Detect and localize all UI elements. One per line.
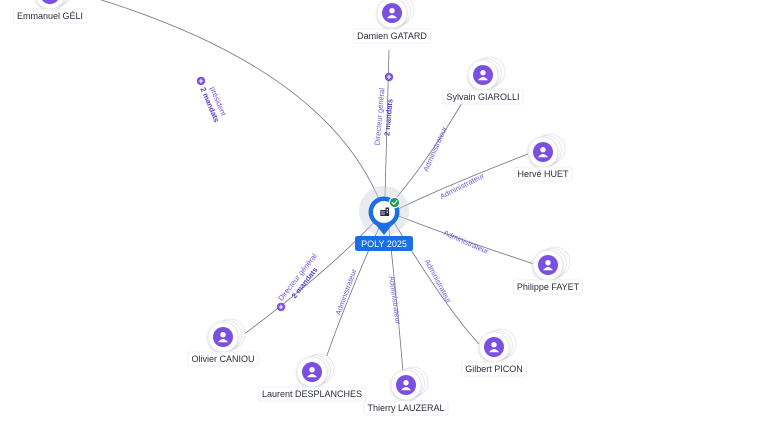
person-nodes-layer: Emmanuel GÉLI Damien GATARD Sylvain GIAROL… (13, 0, 583, 416)
person-name: Laurent DESPLANCHES (262, 389, 362, 399)
company-node[interactable]: POLY 2025 (355, 186, 413, 251)
relation-role: Administrateur (438, 171, 486, 201)
relation-label: Administrateur (334, 267, 359, 316)
building-icon (380, 207, 390, 216)
person-avatar-icon (302, 362, 322, 382)
relation-role: Administrateur (423, 258, 454, 305)
relation-label: Administrateur (387, 275, 403, 325)
person-node[interactable]: Philippe FAYET (513, 246, 583, 295)
relation-role: Administrateur (442, 228, 490, 256)
person-name-plate (353, 28, 431, 44)
edges-layer (99, 0, 535, 373)
person-name-plate (13, 8, 87, 24)
person-avatar-icon (473, 65, 493, 85)
person-name: Gilbert PICON (465, 364, 523, 374)
person-name: Hervé HUET (517, 169, 569, 179)
relation-mandats-count: 2 mandats (382, 99, 394, 137)
relation-label: Administrateur (442, 228, 490, 256)
person-name: Olivier CANIOU (191, 354, 254, 364)
person-name: Thierry LAUZERAL (367, 403, 444, 413)
relation-edge (395, 153, 529, 211)
verified-check-icon (388, 196, 401, 209)
relation-role: Administrateur (387, 275, 403, 325)
relation-edge (99, 0, 383, 208)
person-avatar-icon (484, 337, 504, 357)
person-name-plate (187, 351, 259, 367)
person-name: Sylvain GIAROLLI (446, 92, 519, 102)
expand-plus-icon[interactable] (196, 76, 206, 86)
relation-edge (242, 217, 379, 336)
person-node[interactable]: Gilbert PICON (461, 328, 527, 377)
relation-edge (395, 214, 535, 265)
company-name: POLY 2025 (361, 239, 407, 249)
person-name-plate (461, 361, 527, 377)
relation-label: Administrateur (423, 258, 454, 305)
person-name: Damien GATARD (357, 31, 427, 41)
person-avatar-icon (42, 0, 58, 4)
person-name-plate (513, 166, 573, 182)
expand-plus-icon[interactable] (384, 72, 394, 82)
relation-label: Administrateur (421, 125, 449, 173)
person-name-plate (258, 386, 366, 402)
person-node[interactable]: Laurent DESPLANCHES (258, 353, 366, 402)
expand-plus-icon[interactable] (276, 302, 286, 312)
relation-role: Administrateur (421, 125, 449, 173)
person-avatar-icon (396, 375, 416, 395)
person-name: Philippe FAYET (517, 282, 580, 292)
person-node[interactable]: Thierry LAUZERAL (363, 366, 449, 416)
person-node[interactable]: Emmanuel GÉLI (13, 0, 87, 24)
company-label-bg (355, 236, 413, 251)
person-avatar-icon (382, 3, 402, 23)
person-node[interactable]: Hervé HUET (513, 133, 573, 182)
relation-edge (390, 102, 463, 205)
relation-label: Administrateur (438, 171, 486, 201)
person-node[interactable]: Olivier CANIOU (187, 318, 259, 367)
person-name-plate (513, 279, 583, 295)
person-avatar-icon (213, 327, 233, 347)
person-node[interactable]: Damien GATARD (353, 0, 431, 44)
person-name-plate (442, 89, 524, 105)
person-avatar-icon (538, 255, 558, 275)
person-name: Emmanuel GÉLI (17, 11, 83, 21)
relation-role: Administrateur (334, 267, 359, 316)
person-avatar-icon (533, 142, 553, 162)
person-node[interactable]: Sylvain GIAROLLI (442, 56, 524, 105)
person-name-plate (363, 400, 449, 416)
